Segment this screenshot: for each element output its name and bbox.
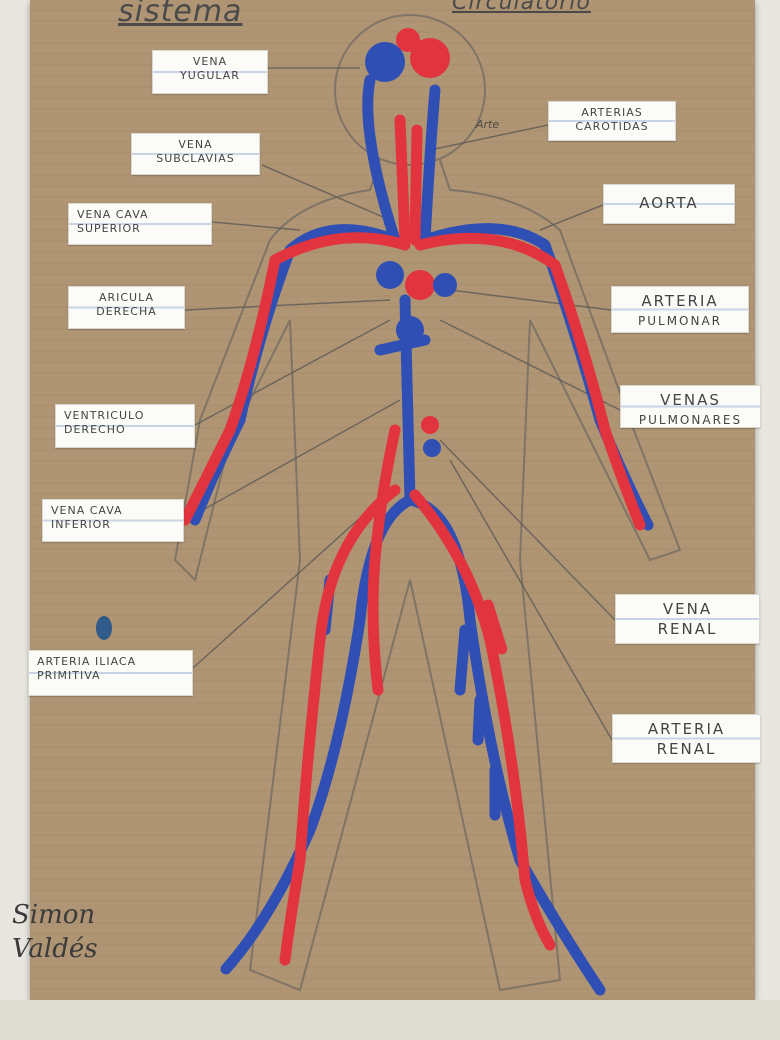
label-aorta: AORTA	[603, 184, 735, 224]
label-line2: SUPERIOR	[77, 222, 141, 235]
pencil-annotation: Arte	[476, 118, 500, 131]
paint-spot	[96, 616, 112, 640]
label-vena-cava-inferior: VENA CAVA INFERIOR	[42, 499, 184, 542]
label-line2: INFERIOR	[51, 518, 111, 531]
label-line2: DERECHO	[64, 423, 126, 436]
label-line2: PRIMITIVA	[37, 669, 101, 682]
label-line2: RENAL	[657, 620, 718, 638]
body-outline	[173, 14, 682, 992]
label-aricula-derecha: ARICULA DERECHA	[68, 286, 185, 329]
label-vena-subclavias: VENA SUBCLAVIAS	[131, 133, 260, 175]
label-arterias-carotidas: ARTERIAS CAROTIDAS	[548, 101, 676, 141]
label-line2: DERECHA	[96, 305, 157, 318]
leader-lines	[184, 67, 621, 741]
label-line2: RENAL	[656, 740, 717, 758]
title-left: sistema	[118, 0, 243, 29]
label-line1: ARTERIA	[647, 720, 726, 738]
label-line2: SUBCLAVIAS	[156, 152, 235, 165]
label-line1: VENA	[662, 600, 713, 618]
label-line1: ARTERIA ILIACA	[37, 655, 137, 668]
label-line2: CAROTIDAS	[575, 120, 649, 133]
label-vena-yugular: VENA YUGULAR	[152, 50, 268, 94]
label-arteria-iliaca-primitiva: ARTERIA ILIACA PRIMITIVA	[28, 650, 193, 696]
title-right: Circulatorio	[452, 0, 591, 15]
label-line2: PULMONAR	[637, 314, 723, 328]
label-arteria-renal: ARTERIA RENAL	[612, 714, 761, 763]
signature: Simon Valdés	[12, 898, 98, 966]
label-vena-cava-superior: VENA CAVA SUPERIOR	[68, 203, 212, 245]
label-line1: AORTA	[639, 194, 699, 212]
signature-first-name: Simon	[12, 900, 96, 930]
label-line1: VENA CAVA	[77, 208, 149, 221]
label-line2: PULMONARES	[638, 413, 743, 427]
label-line1: ARICULA	[98, 291, 155, 304]
table-surface	[0, 1000, 780, 1040]
veins	[189, 74, 654, 996]
label-line1: VENA CAVA	[51, 504, 123, 517]
label-venas-pulmonares: VENAS PULMONARES	[620, 385, 761, 428]
label-line1: VENA	[192, 55, 228, 68]
label-line1: ARTERIA	[641, 292, 719, 310]
arteries	[179, 114, 646, 966]
signature-last-name: Valdés	[12, 934, 98, 964]
label-line2: YUGULAR	[180, 69, 240, 82]
label-line1: VENAS	[660, 391, 721, 409]
heart-knot	[376, 261, 457, 457]
label-arteria-pulmonar: ARTERIA PULMONAR	[611, 286, 749, 333]
head-knot	[365, 28, 450, 82]
label-vena-renal: VENA RENAL	[615, 594, 760, 644]
label-line1: VENA	[178, 138, 213, 151]
label-ventriculo-derecho: VENTRICULO DERECHO	[55, 404, 195, 448]
label-line1: ARTERIAS	[581, 106, 643, 119]
label-line1: VENTRICULO	[64, 409, 145, 422]
